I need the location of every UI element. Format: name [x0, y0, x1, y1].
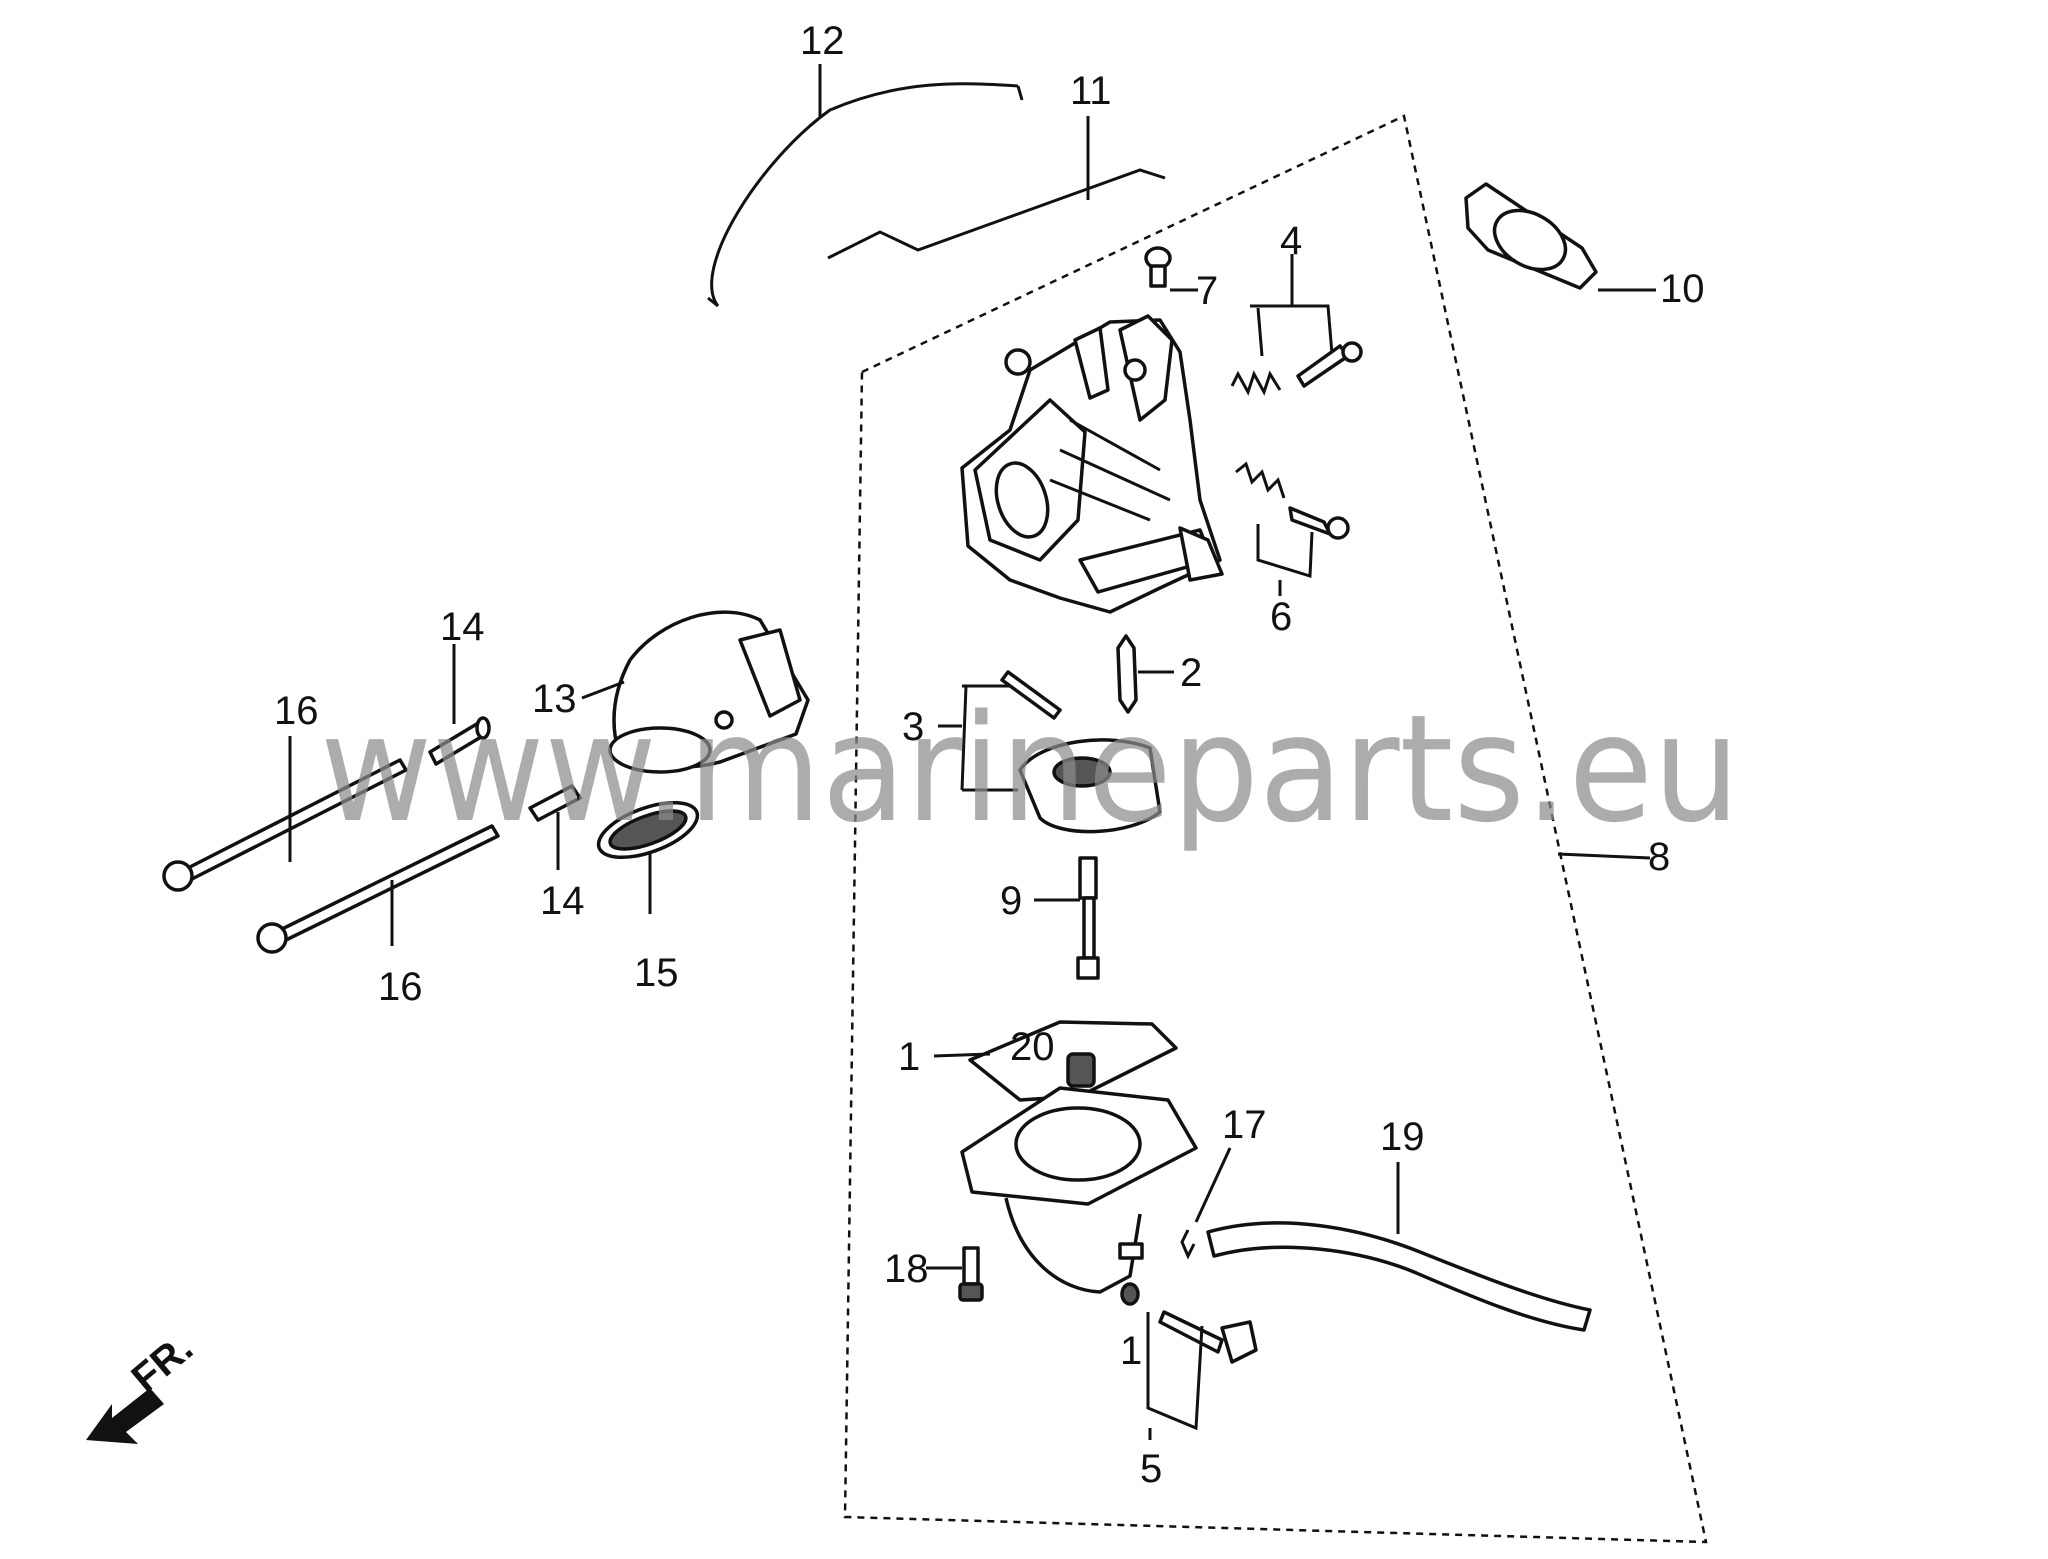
part-11-throttle-rod: [827, 168, 1166, 260]
label-19: 19: [1380, 1115, 1425, 1159]
label-2: 2: [1180, 651, 1202, 695]
label-16-lower: 16: [378, 965, 423, 1009]
part-20-jet-holder: [1066, 1052, 1096, 1088]
part-4-pilot-screw-set: [1230, 304, 1363, 396]
label-15: 15: [634, 951, 679, 995]
watermark-text: www.marineparts.eu: [320, 683, 1740, 855]
leader-lines: [288, 64, 1656, 1440]
label-1-upper: 1: [898, 1035, 920, 1079]
label-13: 13: [532, 677, 577, 721]
part-14-collar-lower: [528, 784, 582, 822]
part-19-fuel-tube: [1206, 1221, 1592, 1332]
label-17: 17: [1222, 1103, 1267, 1147]
carburetor-assembly-outline: [843, 114, 1708, 1544]
part-15-intake-screen: [596, 800, 700, 860]
part-6-throttle-stop-screw-set: [1235, 461, 1350, 579]
part-17-tube-clip: [1180, 1229, 1196, 1260]
label-5: 5: [1140, 1447, 1162, 1491]
label-6: 6: [1270, 595, 1292, 639]
part-16-bolt-upper: [162, 758, 408, 892]
part-14-collar-upper: [428, 716, 491, 766]
front-direction-arrow: FR.: [86, 1326, 201, 1444]
carburetor-body: [960, 314, 1224, 614]
label-20: 20: [1010, 1025, 1055, 1069]
part-2-float-valve: [1116, 634, 1138, 714]
label-18: 18: [884, 1247, 929, 1291]
arrow-icon: [86, 1388, 164, 1444]
part-10-gasket: [1464, 182, 1598, 290]
part-13-intake-elbow: [608, 610, 810, 774]
part-number-labels: 12 11 7 4 10 6 2 3 8 9 1 20 17 19 18 1 5…: [274, 19, 1705, 1491]
front-marker-label: FR.: [124, 1326, 202, 1401]
part-3-float-set: [960, 670, 1162, 834]
label-11: 11: [1070, 69, 1112, 113]
part-16-bolt-lower: [256, 824, 500, 954]
label-14-lower: 14: [540, 879, 585, 923]
label-14-upper: 14: [440, 605, 485, 649]
label-3: 3: [902, 705, 924, 749]
label-12: 12: [800, 19, 845, 63]
label-7: 7: [1196, 269, 1218, 313]
part-9-main-jet: [1076, 856, 1100, 980]
part-18-screw: [958, 1246, 984, 1302]
part-7-screw: [1144, 246, 1172, 288]
label-8: 8: [1648, 835, 1670, 879]
label-4: 4: [1280, 219, 1302, 263]
label-16-upper: 16: [274, 689, 319, 733]
float-chamber: [960, 1086, 1198, 1294]
label-9: 9: [1000, 879, 1022, 923]
label-1-lower: 1: [1120, 1329, 1142, 1373]
part-5-drain-screw-set: [1120, 1282, 1258, 1431]
part-12-link-rod: [707, 82, 1024, 308]
label-10: 10: [1660, 267, 1705, 311]
